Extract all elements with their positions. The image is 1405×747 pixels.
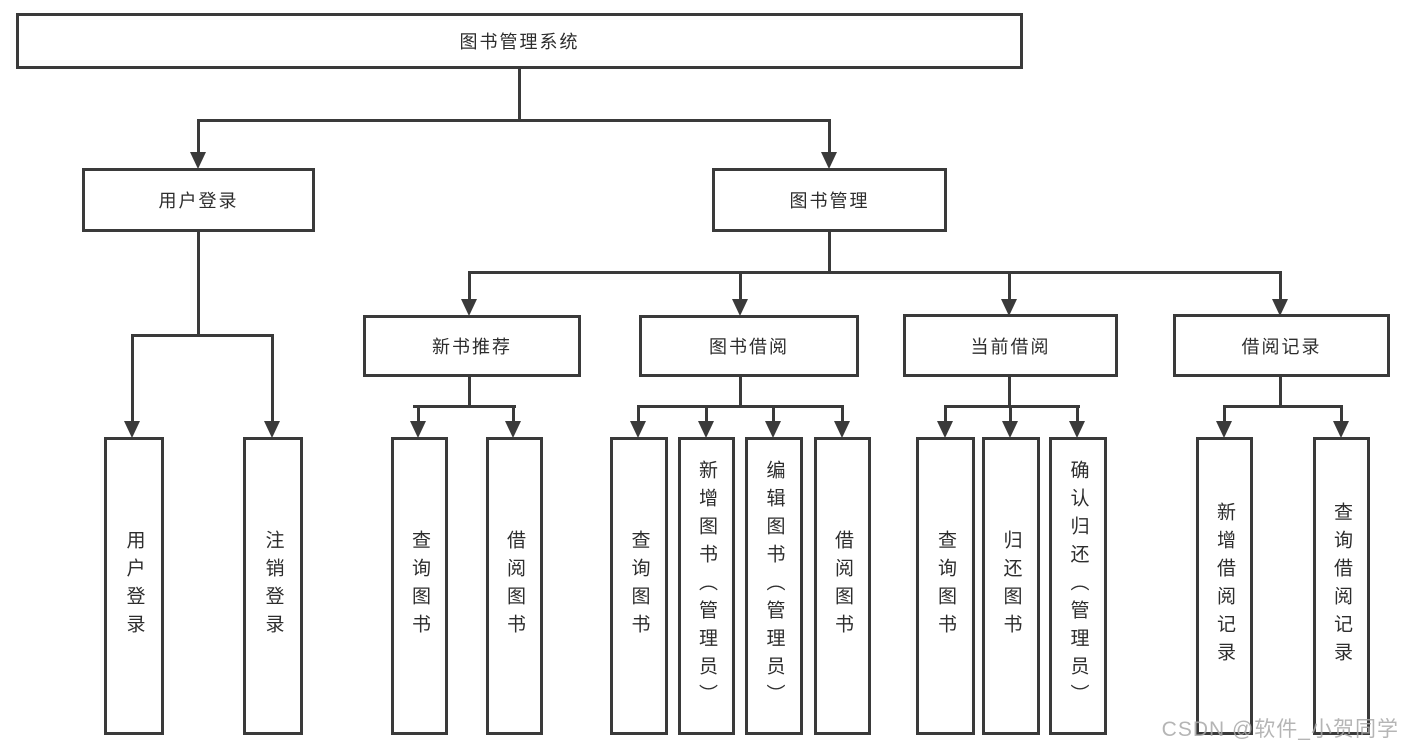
node-root-label: 图书管理系统 [459,32,580,52]
arrowhead-icon [1333,421,1349,438]
arrowhead-icon [698,421,714,438]
leaf-add-books-admin: 新增图书（管理员） [678,437,735,735]
arrowhead-icon [1001,299,1017,316]
arrowhead-icon [410,421,426,438]
arrowhead-icon [1216,421,1232,438]
leaf-borrow-books-label: 借阅图书 [832,530,853,642]
leaf-query-books-borrowing: 查询图书 [610,437,668,735]
connector-line [197,119,831,122]
connector-line [1008,271,1011,301]
node-book-borrowing: 图书借阅 [639,315,859,377]
connector-line [271,334,274,422]
node-user-login-label: 用户登录 [158,191,239,211]
connector-line [944,405,947,423]
connector-line [1076,405,1079,423]
arrowhead-icon [1069,421,1085,438]
node-user-login: 用户登录 [82,168,315,232]
arrowhead-icon [1272,299,1288,316]
leaf-confirm-return-admin-label: 确认归还（管理员） [1067,460,1089,712]
connector-line [417,405,420,423]
leaf-confirm-return-admin: 确认归还（管理员） [1049,437,1107,735]
arrowhead-icon [765,421,781,438]
node-book-borrowing-label: 图书借阅 [709,337,789,357]
arrowhead-icon [732,299,748,316]
leaf-borrow-books-recommend-label: 借阅图书 [504,530,525,642]
node-book-management: 图书管理 [712,168,947,232]
connector-line [468,271,471,301]
connector-line [197,119,200,154]
arrowhead-icon [190,152,206,169]
connector-line [468,377,471,408]
connector-line [705,405,708,423]
node-new-book-recommendation: 新书推荐 [363,315,581,377]
connector-line [1279,271,1282,301]
node-borrowing-records: 借阅记录 [1173,314,1390,377]
leaf-add-borrow-record: 新增借阅记录 [1196,437,1253,735]
csdn-watermark: CSDN @软件_小贺同学 [1161,718,1399,741]
connector-line [518,69,521,120]
leaf-query-books-recommend: 查询图书 [391,437,448,735]
connector-line [637,405,640,423]
node-current-borrowing-label: 当前借阅 [970,336,1051,357]
arrowhead-icon [124,421,140,438]
leaf-query-books-current: 查询图书 [916,437,975,735]
arrowhead-icon [1002,421,1018,438]
node-borrowing-records-label: 借阅记录 [1241,336,1322,357]
connector-line [828,119,831,154]
node-book-management-label: 图书管理 [789,191,870,211]
node-new-book-recommendation-label: 新书推荐 [432,337,512,357]
connector-line [739,271,742,301]
leaf-user-login-label: 用户登录 [123,530,145,642]
arrowhead-icon [821,152,837,169]
leaf-borrow-books: 借阅图书 [814,437,871,735]
leaf-add-borrow-record-label: 新增借阅记录 [1214,502,1235,670]
leaf-return-books: 归还图书 [982,437,1040,735]
connector-line [1223,405,1226,423]
connector-line [1009,405,1012,423]
leaf-add-books-admin-label: 新增图书（管理员） [696,460,717,712]
connector-line [828,232,831,273]
connector-line [131,334,274,337]
arrowhead-icon [264,421,280,438]
connector-line [1279,377,1282,408]
connector-line [944,405,1080,408]
connector-line [739,377,742,408]
connector-line [772,405,775,423]
arrowhead-icon [937,421,953,438]
leaf-edit-books-admin: 编辑图书（管理员） [745,437,803,735]
leaf-user-login: 用户登录 [104,437,164,735]
leaf-query-books-recommend-label: 查询图书 [409,530,430,642]
arrowhead-icon [630,421,646,438]
connector-line [468,271,1282,274]
arrowhead-icon [505,421,521,438]
leaf-logout-label: 注销登录 [262,530,284,642]
arrowhead-icon [461,299,477,316]
connector-line [413,405,516,408]
leaf-query-books-current-label: 查询图书 [935,530,956,642]
leaf-return-books-label: 归还图书 [1000,530,1022,642]
connector-line [197,232,200,337]
leaf-query-books-borrowing-label: 查询图书 [628,530,650,642]
connector-line [131,334,134,422]
leaf-borrow-books-recommend: 借阅图书 [486,437,543,735]
arrowhead-icon [834,421,850,438]
connector-line [841,405,844,423]
connector-line [1008,377,1011,408]
node-root: 图书管理系统 [16,13,1023,69]
connector-line [637,405,844,408]
connector-line [1340,405,1343,423]
leaf-logout: 注销登录 [243,437,303,735]
leaf-query-borrow-record: 查询借阅记录 [1313,437,1370,735]
leaf-edit-books-admin-label: 编辑图书（管理员） [763,460,785,712]
leaf-query-borrow-record-label: 查询借阅记录 [1331,502,1352,670]
connector-line [512,405,515,423]
node-current-borrowing: 当前借阅 [903,314,1118,377]
connector-line [1223,405,1343,408]
